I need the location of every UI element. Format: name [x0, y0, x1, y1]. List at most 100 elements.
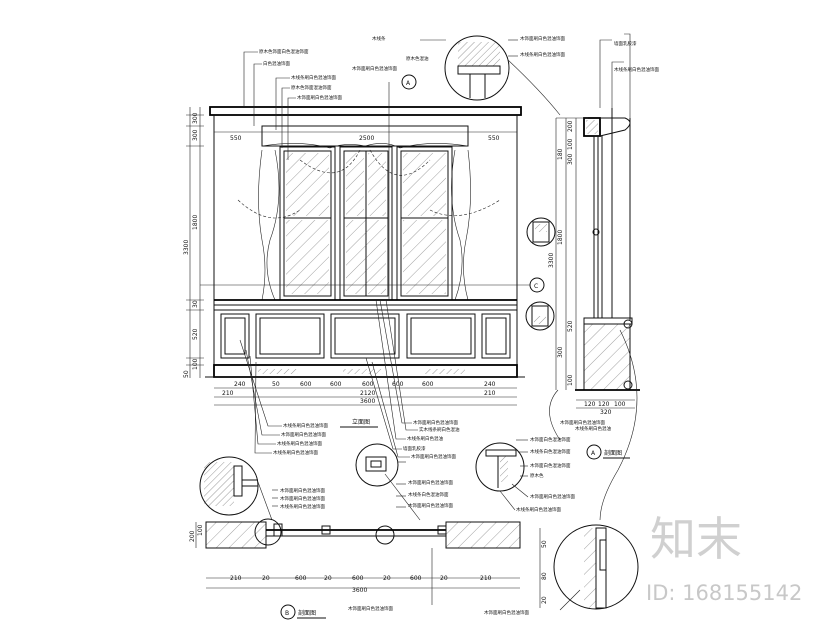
elevation-title: 立面图 [352, 418, 370, 426]
dim-label: 100 [567, 138, 574, 150]
section-marker-right: C [534, 283, 538, 290]
note: 木饰面刷白色混油饰面 [484, 609, 529, 616]
plan-section-title: 剖面图 [298, 609, 316, 617]
dim-label: 3300 [548, 253, 555, 268]
note: 木饰面刷白色混油饰面 [297, 94, 342, 101]
note: 木饰面刷白色混油饰面 [348, 605, 393, 612]
dim-label: 600 [362, 381, 374, 388]
dim-label: 120 [598, 401, 610, 408]
note: 木饰面刷白色混油饰面 [352, 65, 397, 72]
dim-label: 200 [189, 530, 196, 542]
dado-panel [481, 313, 511, 359]
dim-label: 100 [614, 401, 626, 408]
dim-label: 300 [557, 346, 564, 358]
dim-label: 1800 [557, 230, 564, 245]
note: 实木线条刷白色混油 [419, 426, 460, 433]
dim-label: 20 [383, 575, 391, 582]
note: 墙面乳胶漆 [403, 445, 426, 452]
note: 木线条刷白色混油饰面 [283, 422, 328, 429]
dim-label: 300 [567, 153, 574, 165]
watermark-logo: 知末 [650, 512, 742, 566]
note: 木饰面刷白色混油饰面 [411, 453, 456, 460]
note: 木线条白色混油饰面 [530, 448, 571, 455]
note: 木饰面刷白色混油饰面 [413, 419, 458, 426]
dim-label: 180 [557, 148, 564, 160]
dim-label: 20 [541, 596, 548, 604]
note: 木饰面白色混油饰面 [530, 462, 571, 469]
dim-label: 200 [567, 120, 574, 132]
top-notes: 原木色饰面白色混油饰面 白色混油饰面 木线条刷白色混油饰面 原木色饰面混油饰面 … [243, 48, 342, 160]
section-marker-plan: B [285, 610, 289, 617]
note: 木饰面刷白色混油饰面 [530, 493, 575, 500]
note: 木线条刷白色混油饰面 [280, 503, 325, 510]
dim-label: 600 [422, 381, 434, 388]
dim-label: 550 [488, 135, 500, 142]
dim-label: 210 [484, 390, 496, 397]
dim-label: 100 [567, 374, 574, 386]
note: 白色混油饰面 [263, 60, 290, 67]
watermark-id: ID: 168155142 [646, 581, 802, 605]
note: 原木色混油 [406, 55, 429, 62]
dim-label: 100 [197, 524, 204, 536]
dim-label: 600 [392, 381, 404, 388]
dim-label: 100 [192, 358, 199, 370]
dim-label: 3300 [183, 240, 190, 255]
dim-label: 3600 [352, 587, 367, 594]
note: 木线条刷白色混油饰面 [520, 51, 565, 58]
detail-bubble-bottom-right: 50 80 20 木饰面刷白色混油饰面 [484, 524, 639, 616]
dim-label: 2500 [359, 135, 374, 142]
bottom-notes: 木线条刷白色混油饰面 木饰面刷白色混油饰面 木线条刷白色混油饰面 木线条刷白色混… [239, 299, 460, 460]
note: 木饰面刷白色混油饰面 [408, 479, 453, 486]
note: 原木色饰面混油饰面 [291, 84, 332, 91]
dim-label: 20 [440, 575, 448, 582]
note: 木饰面刷白色混油饰面 [280, 495, 325, 502]
dim-label: 80 [541, 572, 548, 580]
dim-label: 520 [567, 320, 574, 332]
note: 原木色饰面白色混油饰面 [259, 48, 309, 55]
dim-label: 1800 [192, 215, 199, 230]
dim-label: 240 [484, 381, 496, 388]
detail-bubble-top: 木线条 原木色混油 木饰面刷白色混油饰面 木饰面刷白色混油饰面 木线条刷白色混油… [352, 35, 565, 116]
dim-label: 50 [183, 370, 190, 378]
side-section: 200 100 180 300 1800 3300 520 300 100 12… [525, 33, 659, 521]
dim-label: 600 [352, 575, 364, 582]
dim-label: 600 [330, 381, 342, 388]
section-marker-top: A [406, 80, 411, 87]
side-section-title: 剖面图 [604, 449, 622, 457]
dado-panel [406, 313, 476, 359]
note: 木饰面刷白色混油饰面 [520, 35, 565, 42]
dim-label: 320 [600, 409, 612, 416]
note: 木饰面刷白色混油饰面 [280, 487, 325, 494]
dim-label: 20 [262, 575, 270, 582]
dim-label: 20 [324, 575, 332, 582]
dim-label: 3600 [360, 398, 375, 405]
detail-bubble-center: 木饰面刷白色混油饰面 木线条白色混油饰面 木饰面刷白色混油饰面 [355, 443, 453, 521]
note: 木饰面白色混油饰面 [530, 436, 571, 443]
note: 墙面乳胶漆 [614, 40, 637, 47]
detail-bubble-left [199, 456, 273, 521]
dim-label: 300 [192, 129, 199, 141]
note: 木线条刷白色混油饰面 [614, 66, 659, 73]
note: 木线条刷白色混油饰面 [277, 440, 322, 447]
note: 木线条刷白色混油饰面 [273, 449, 318, 456]
plan-section: 木饰面刷白色混油饰面 木饰面刷白色混油饰面 木线条刷白色混油饰面 200 100… [189, 487, 521, 620]
detail-bubble-middle-right: 木饰面白色混油饰面 木线条白色混油饰面 木饰面白色混油饰面 原木色 木饰面刷白色… [475, 436, 575, 513]
note: 木线条刷白色混油 [575, 425, 611, 432]
dim-label: 30 [192, 300, 199, 308]
main-elevation: A C 550 2500 550 300 300 1800 3300 30 52… [183, 48, 545, 460]
dim-label: 600 [300, 381, 312, 388]
dim-label: 50 [272, 381, 280, 388]
note: 木线条白色混油饰面 [408, 491, 449, 498]
dado-panel [255, 313, 325, 359]
note: 木线条刷白色混油饰面 [516, 506, 561, 513]
cornice [209, 106, 522, 116]
note: 木线条 [372, 35, 386, 42]
note: 原木色 [530, 472, 544, 479]
dim-label: 300 [192, 112, 199, 124]
dim-label: 120 [584, 401, 596, 408]
dim-label: 550 [230, 135, 242, 142]
dim-label: 210 [222, 390, 234, 397]
dim-label: 520 [192, 328, 199, 340]
note: 木线条刷白色混油饰面 [291, 74, 336, 81]
